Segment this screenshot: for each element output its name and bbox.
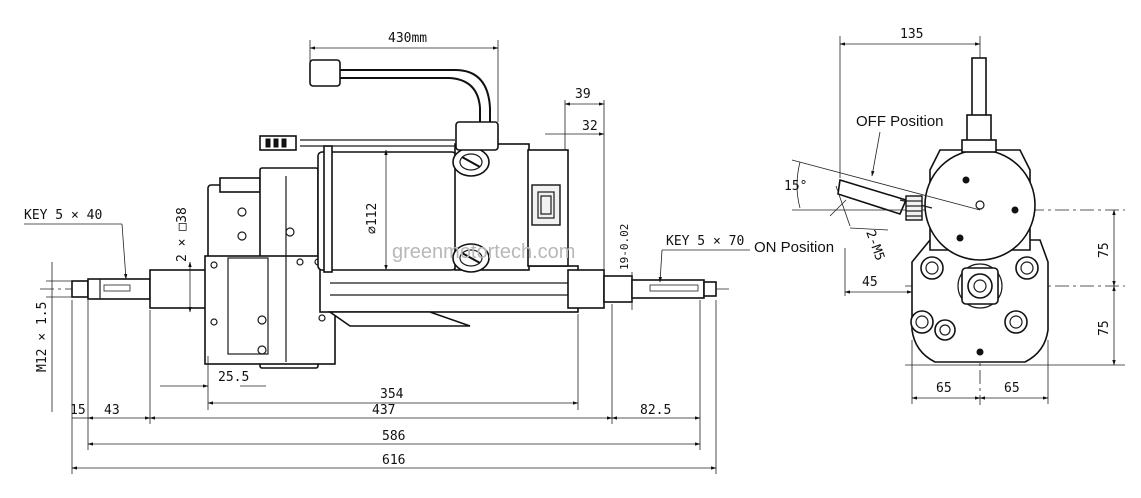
- dim-437-label: 437: [372, 403, 395, 418]
- right-shaft: [631, 279, 717, 299]
- end-gearbox-plate: [910, 239, 1049, 363]
- watermark: greenmotortech.com: [392, 241, 575, 263]
- off-position-label: OFF Position: [856, 113, 944, 130]
- left-dimensions: 2 × □38 KEY 5 × 40 M12 × 1.5: [24, 207, 192, 412]
- shaft-tolerance-label: 19-0.02: [618, 224, 631, 270]
- cable-length-label: 430mm: [388, 31, 427, 46]
- thread-label: M12 × 1.5: [35, 302, 50, 372]
- power-cable: [259, 59, 499, 151]
- square-38-label: 2 × □38: [175, 207, 190, 262]
- motor-body: ∅112: [317, 143, 569, 273]
- side-view: ∅112 430mm 39 32: [24, 31, 750, 474]
- gearbox-housing: [204, 167, 336, 369]
- bolt-spec-label: 2-M5: [862, 228, 887, 263]
- dim-39-label: 39: [575, 87, 591, 102]
- key-left-label: KEY 5 × 40: [24, 208, 102, 223]
- on-position-label: ON Position: [754, 239, 834, 256]
- dim-65-left-label: 65: [936, 381, 952, 396]
- dim-75-top-label: 75: [1097, 242, 1112, 258]
- key-right-label: KEY 5 × 70: [666, 234, 744, 249]
- dim-25-5-label: 25.5: [218, 370, 249, 385]
- angle-indicator: 15°: [784, 159, 981, 227]
- end-motor-circle: [924, 149, 1036, 261]
- left-shaft: [71, 269, 211, 309]
- dim-43-label: 43: [104, 403, 120, 418]
- axle-tube: [319, 265, 633, 327]
- dim-32-label: 32: [582, 119, 598, 134]
- dim-65-right-label: 65: [1004, 381, 1020, 396]
- end-top-dimension: 135: [839, 27, 981, 178]
- dim-45-label: 45: [862, 275, 878, 290]
- dim-15-label: 15: [70, 403, 86, 418]
- motor-diameter-label: ∅112: [365, 203, 380, 234]
- bottom-dimensions: 25.5 354 437 15 43 82.5 586 616: [70, 300, 717, 474]
- right-key-note: 19-0.02 KEY 5 × 70: [618, 224, 750, 310]
- dim-354-label: 354: [380, 387, 404, 402]
- brake-lever: [837, 57, 997, 221]
- angle-label: 15°: [784, 179, 807, 194]
- dim-586-label: 586: [382, 429, 405, 444]
- dim-616-label: 616: [382, 453, 405, 468]
- dim-135-label: 135: [900, 27, 923, 42]
- end-view: 15° 135 OFF Position ON Position 2-M5 45…: [754, 27, 1125, 405]
- dim-82-5-label: 82.5: [640, 403, 671, 418]
- dim-75-bottom-label: 75: [1097, 320, 1112, 336]
- top-dimensions: 430mm 39 32: [309, 31, 605, 270]
